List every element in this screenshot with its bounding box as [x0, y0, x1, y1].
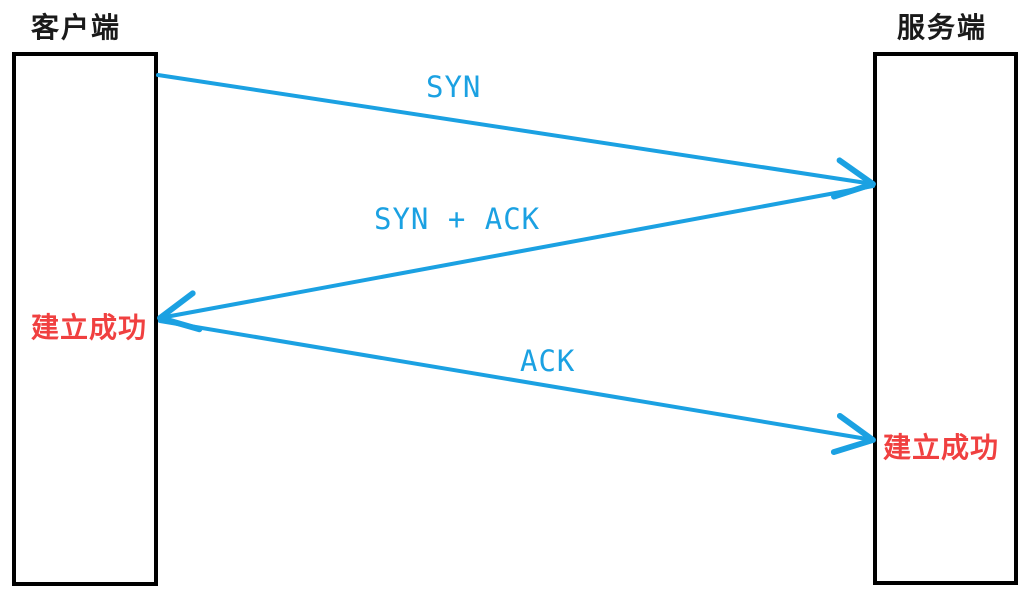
server-established-status: 建立成功	[883, 432, 1000, 463]
client-title: 客户端	[31, 12, 122, 43]
syn-arrow	[156, 73, 876, 200]
server-lifeline-box	[873, 52, 1018, 585]
syn-label: SYN	[426, 70, 482, 104]
client-lifeline-box	[12, 52, 158, 586]
ack-arrow	[158, 319, 876, 455]
ack-label: ACK	[520, 344, 576, 378]
server-title: 服务端	[897, 12, 988, 43]
client-established-status: 建立成功	[31, 312, 148, 343]
syn-ack-label: SYN + ACK	[374, 202, 541, 236]
